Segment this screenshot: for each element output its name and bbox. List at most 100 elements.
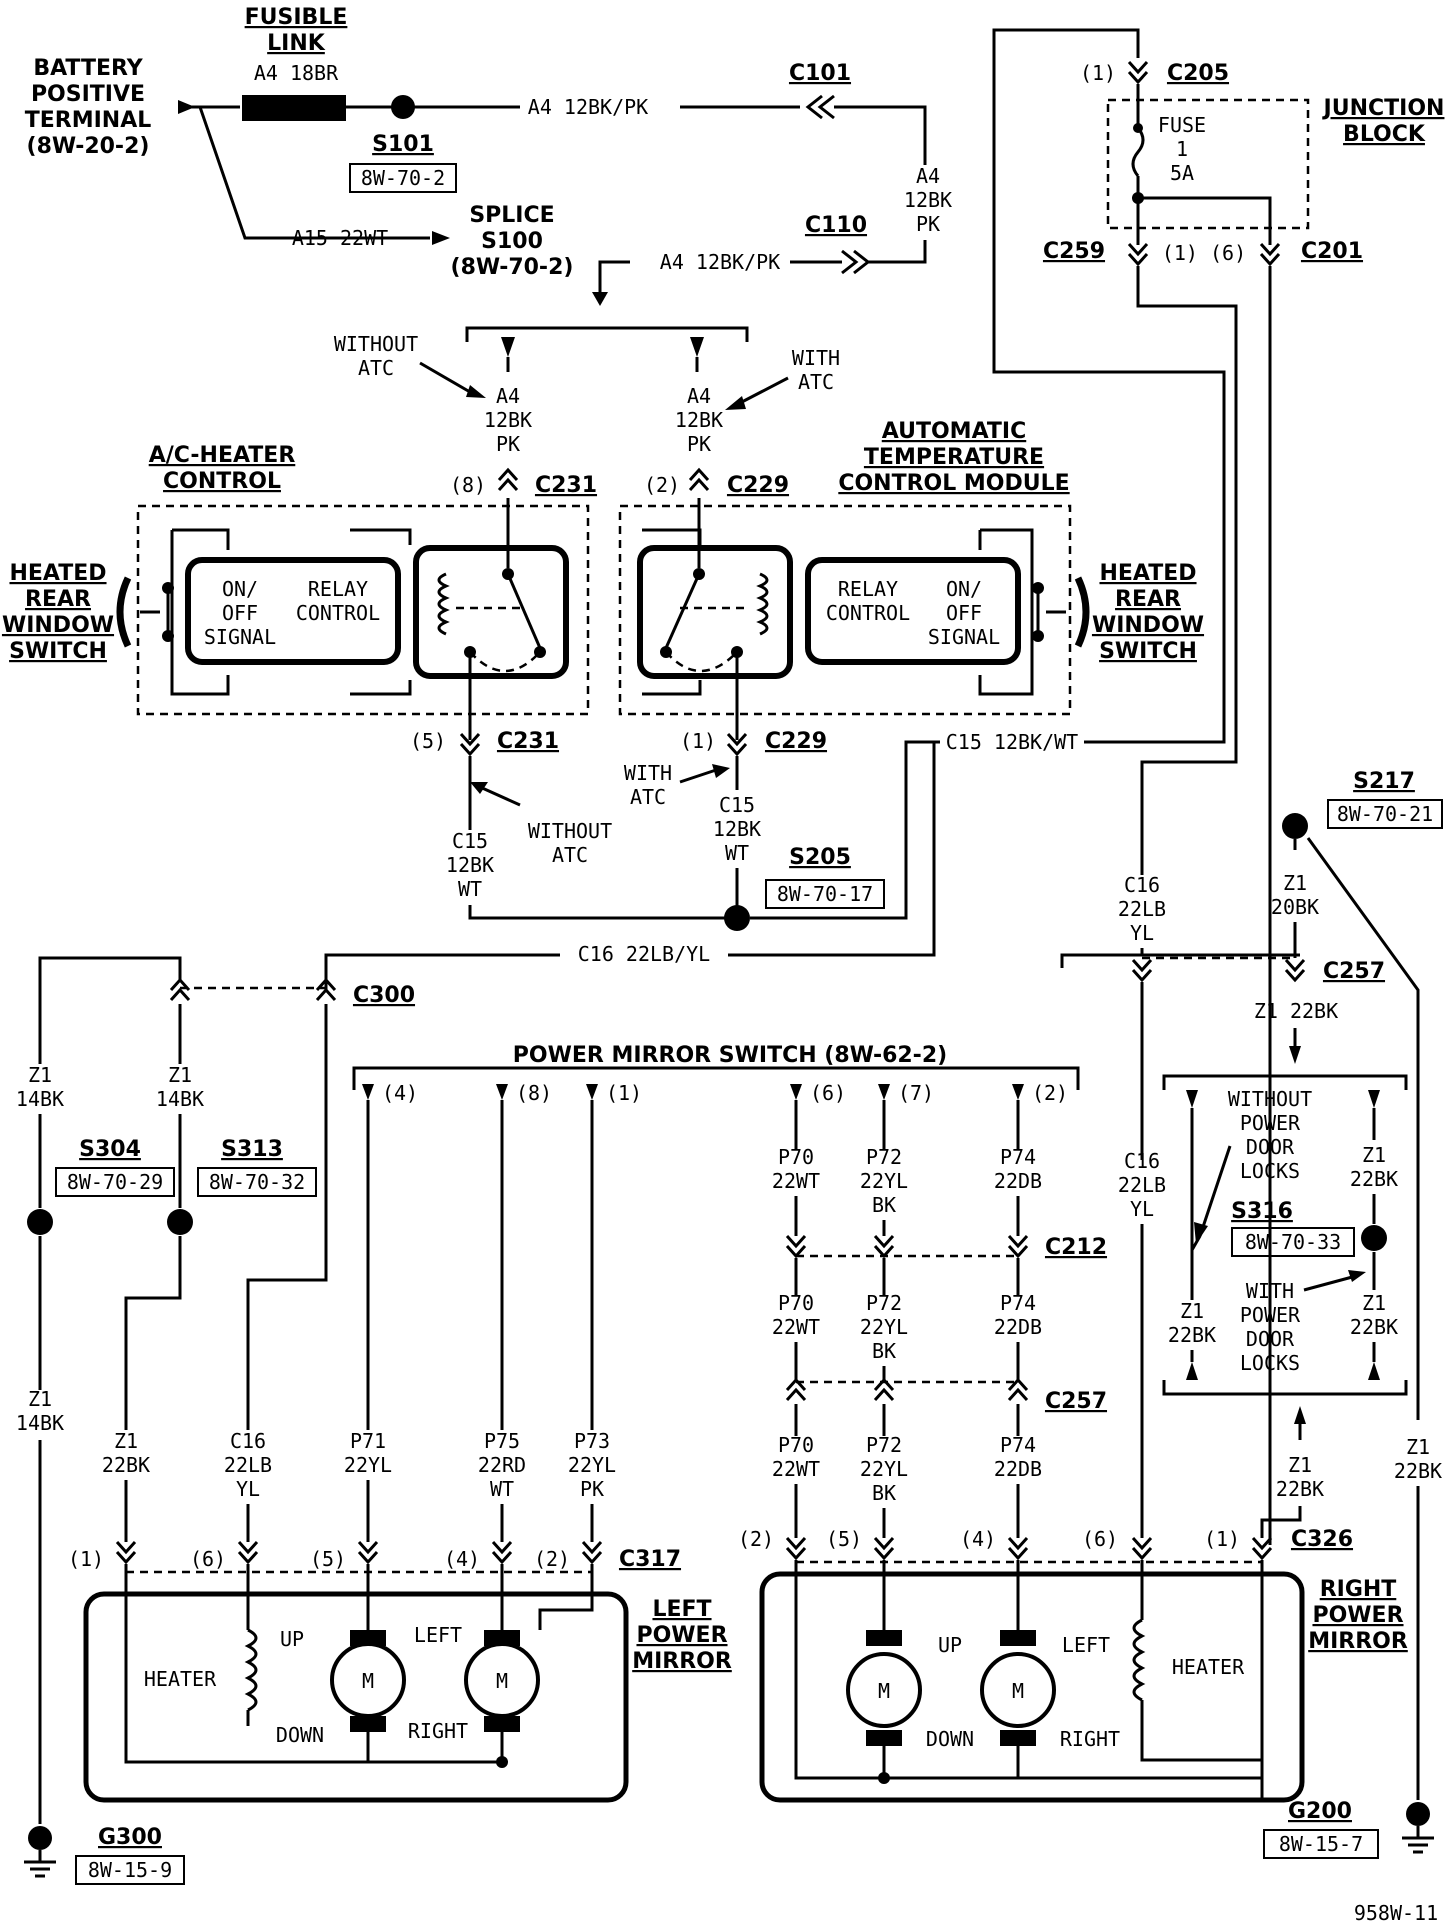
svg-text:Z1: Z1 [1283, 871, 1307, 895]
s313-ref: 8W-70-32 [209, 1170, 305, 1194]
svg-text:(4): (4) [444, 1547, 480, 1571]
fusible-link-label: FUSIBLE LINK A4 18BR [245, 5, 348, 85]
right-left-label: LEFT [1062, 1633, 1110, 1657]
atc-on-off-label: ON/ OFF SIGNAL [928, 577, 1000, 649]
svg-text:P71: P71 [350, 1429, 386, 1453]
svg-text:A4: A4 [916, 164, 940, 188]
svg-text:ON/: ON/ [222, 577, 258, 601]
svg-text:LOCKS: LOCKS [1240, 1159, 1300, 1183]
svg-text:Z1: Z1 [1180, 1299, 1204, 1323]
left-heated-rear-window-switch: HEATED REAR WINDOW SWITCH [2, 561, 114, 664]
svg-text:ATC: ATC [552, 843, 588, 867]
s217-ref: 8W-70-21 [1337, 802, 1433, 826]
svg-text:12BK: 12BK [904, 188, 952, 212]
svg-text:TERMINAL: TERMINAL [25, 108, 152, 133]
atc-signal-box [805, 557, 1021, 665]
fuse-symbol [1131, 127, 1145, 177]
a4-vertical-label: A4 12BK PK [904, 164, 952, 236]
svg-text:(1): (1) [68, 1547, 104, 1571]
right-heated-rear-window-switch: HEATED REAR WINDOW SWITCH [1092, 561, 1204, 664]
svg-text:SIGNAL: SIGNAL [928, 625, 1000, 649]
c257-top-label: C257 [1323, 959, 1385, 984]
svg-text:Z1: Z1 [1288, 1453, 1312, 1477]
svg-text:AUTOMATIC: AUTOMATIC [882, 419, 1026, 444]
splice-s100-label: SPLICE S100 (8W-70-2) [451, 203, 574, 280]
svg-text:(6): (6) [1082, 1527, 1118, 1551]
z1-22bk-left-label: Z1 22BK [102, 1429, 150, 1477]
svg-text:TEMPERATURE: TEMPERATURE [864, 445, 1044, 470]
svg-text:22RD: 22RD [478, 1453, 526, 1477]
svg-text:RIGHT: RIGHT [1320, 1577, 1397, 1602]
g300-ground-dot [28, 1826, 52, 1850]
s101-label: S101 [372, 132, 434, 157]
svg-text:M: M [878, 1679, 890, 1703]
svg-text:Z1: Z1 [1362, 1291, 1386, 1315]
atc-module-box [618, 504, 1072, 716]
svg-text:22BK: 22BK [1394, 1459, 1442, 1483]
svg-text:A4 18BR: A4 18BR [254, 61, 339, 85]
svg-text:PK: PK [580, 1477, 604, 1501]
z1-22bk-c257-label: Z1 22BK [1254, 999, 1338, 1023]
atc-module-title: AUTOMATIC TEMPERATURE CONTROL MODULE [838, 419, 1069, 496]
wire-c16-horizontal: C16 22LB/YL [578, 942, 710, 966]
svg-text:A4: A4 [687, 384, 711, 408]
svg-text:LOCKS: LOCKS [1240, 1351, 1300, 1375]
z1-22bk-far-right-label: Z1 22BK [1394, 1435, 1442, 1483]
c300-label: C300 [353, 983, 415, 1008]
s304-splice-dot [27, 1209, 53, 1235]
without-atc-bottom-label: WITHOUT ATC [528, 819, 612, 867]
svg-text:P72: P72 [866, 1291, 902, 1315]
c317-label: C317 [619, 1547, 681, 1572]
p70-label-1: P70 22WT [772, 1145, 820, 1193]
c326-label: C326 [1291, 1527, 1353, 1552]
g200-ground-dot [1406, 1802, 1430, 1826]
svg-text:POWER: POWER [1240, 1303, 1301, 1327]
fuse-label: FUSE 1 5A [1158, 113, 1206, 185]
with-power-door-locks: WITH POWER DOOR LOCKS [1240, 1279, 1301, 1375]
svg-text:P70: P70 [778, 1291, 814, 1315]
without-power-door-locks: WITHOUT POWER DOOR LOCKS [1228, 1087, 1312, 1183]
svg-text:RELAY: RELAY [308, 577, 368, 601]
svg-text:P73: P73 [574, 1429, 610, 1453]
z1-14bk-a-label: Z1 14BK [16, 1063, 64, 1111]
svg-text:SIGNAL: SIGNAL [204, 625, 276, 649]
svg-text:Z1: Z1 [1406, 1435, 1430, 1459]
svg-text:P75: P75 [484, 1429, 520, 1453]
svg-text:LEFT: LEFT [652, 1597, 711, 1622]
svg-text:SPLICE: SPLICE [469, 203, 554, 228]
c212-label: C212 [1045, 1235, 1107, 1260]
z1-14bk-b-label: Z1 14BK [156, 1063, 204, 1111]
left-down-label: DOWN [276, 1723, 324, 1747]
ac-heater-control-box [136, 504, 590, 716]
c205-label: C205 [1167, 61, 1229, 86]
svg-text:22DB: 22DB [994, 1315, 1042, 1339]
svg-text:POSITIVE: POSITIVE [31, 82, 145, 107]
s313-splice-dot [167, 1209, 193, 1235]
c229-pin-bottom: (1) [680, 729, 716, 753]
svg-text:22YL: 22YL [860, 1457, 908, 1481]
svg-text:C16: C16 [1124, 873, 1160, 897]
svg-text:C16: C16 [1124, 1149, 1160, 1173]
p74-label-2: P74 22DB [994, 1291, 1042, 1339]
svg-text:FUSIBLE: FUSIBLE [245, 5, 348, 30]
svg-text:C16: C16 [230, 1429, 266, 1453]
c257-mid-label: C257 [1045, 1389, 1107, 1414]
svg-text:M: M [496, 1669, 508, 1693]
svg-text:22WT: 22WT [772, 1315, 820, 1339]
svg-text:FUSE: FUSE [1158, 113, 1206, 137]
diagram-code: 958W-11 [1354, 1901, 1438, 1925]
svg-text:BK: BK [872, 1481, 896, 1505]
fusible-link-symbol [242, 95, 346, 121]
svg-text:(8): (8) [516, 1081, 552, 1105]
svg-text:P72: P72 [866, 1433, 902, 1457]
g200-label: G200 [1288, 1799, 1352, 1824]
svg-text:PK: PK [916, 212, 940, 236]
svg-text:22YL: 22YL [344, 1453, 392, 1477]
svg-text:BK: BK [872, 1193, 896, 1217]
svg-text:1: 1 [1176, 137, 1188, 161]
svg-text:MIRROR: MIRROR [632, 1649, 732, 1674]
s101-splice-dot [391, 95, 415, 119]
svg-text:CONTROL MODULE: CONTROL MODULE [838, 471, 1069, 496]
svg-text:Z1: Z1 [28, 1387, 52, 1411]
